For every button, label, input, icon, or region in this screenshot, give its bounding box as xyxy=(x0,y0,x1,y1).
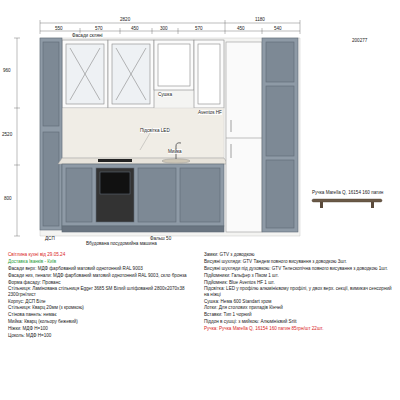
drawing-label: 2820 xyxy=(120,17,130,22)
spec-line: Доставка Іванків - Київ xyxy=(8,259,196,264)
drawing-label: 300 xyxy=(160,26,168,31)
countertop xyxy=(58,158,228,164)
drawing-label: Підсвітка LED xyxy=(140,128,170,133)
drawing-label: Вбудована посудомийна машина xyxy=(86,241,157,246)
upper-cabinets xyxy=(62,40,224,108)
dimension-lines xyxy=(14,20,300,236)
drawing-label: 200277 xyxy=(352,38,367,43)
drawing-label: 450 xyxy=(237,26,245,31)
spec-line: Лотки: Для столових приладів Кінчей xyxy=(204,305,392,310)
spec-line: Фасади верх: МДФ фарбований матовий одно… xyxy=(8,266,196,271)
left-tall-cabinet xyxy=(40,38,62,230)
fridge xyxy=(226,42,262,232)
drawing-label: 2520 xyxy=(2,132,12,137)
spec-line: Висувні шухляди під духовкою: GTV Телеск… xyxy=(204,266,392,271)
spec-line: Ніжки: МДФ Н=100 xyxy=(8,326,196,331)
handle-picture xyxy=(312,199,382,208)
spec-line: Стільниця: Кварц 20мм (з кромкою) xyxy=(8,305,196,310)
spec-line: Корпус: ДСП Біле xyxy=(8,299,196,304)
drawing-label: 570 xyxy=(195,26,203,31)
spec-line: Фасади низ, пенали: МДФ фарбований матов… xyxy=(8,273,196,278)
spec-line: Форма фасаду: Прованс xyxy=(8,280,196,285)
spec-line: Підйомники: Гальфер з Піком 1 шт. xyxy=(204,273,392,278)
drawing-label: Фасади скляні xyxy=(72,33,103,38)
drawing-label: Сушка xyxy=(158,92,172,97)
spec-line: Вставки: Тип 1 чорний xyxy=(204,312,392,317)
drawing-label: 450 xyxy=(131,26,139,31)
wall xyxy=(40,38,300,236)
spec-line: Висувні шухляди: GTV Тандем повного вису… xyxy=(204,259,392,264)
drawing-label: ДСП xyxy=(45,236,55,241)
spec-column: Світлина кухні від 29.05.24Доставка Іван… xyxy=(8,252,196,340)
spec-line: Цоколь: МДФ Н=100 xyxy=(8,333,196,338)
drawing-label: 1180 xyxy=(255,17,265,22)
right-tall-cabinet xyxy=(262,38,298,232)
spec-line: Піддон в сушці: з мийкою: Алюмінієвий Sr… xyxy=(204,319,392,324)
drawing-label: 570 xyxy=(95,26,103,31)
spec-line: Світлина кухні від 29.05.24 xyxy=(8,252,196,257)
drawing-label: Ручка Marella Q, 16154 160 патин xyxy=(312,190,383,195)
drawing-label: 550 xyxy=(55,26,63,31)
spec-line: Мийка: Кварц (кольору бежевий) xyxy=(8,319,196,324)
spec-line: Замки: GTV з доводкою xyxy=(204,252,392,257)
spec-line: Підсвітка: LED у профілю алюмінієвому пр… xyxy=(204,286,392,297)
hob xyxy=(98,159,132,162)
spec-column: Замки: GTV з доводкоюВисувні шухляди: GT… xyxy=(204,252,392,333)
drawing-label: 540 xyxy=(274,26,282,31)
drawing-label: 960 xyxy=(3,68,11,73)
sink xyxy=(162,143,190,163)
spec-line: Стільниця: Ламінована стільниця Egger 36… xyxy=(8,286,196,297)
spec-line: Сушка: Нема 600 Standart хром xyxy=(204,299,392,304)
spec-line: Стінова панель: немає xyxy=(8,312,196,317)
backsplash xyxy=(62,108,224,158)
drawing-label: Aventos HF xyxy=(198,110,222,115)
drawing-label: Мийка xyxy=(168,149,182,154)
spec-line: Ручка: Ручка Marella Q, 16154 160 патин … xyxy=(204,326,392,331)
spec-line: Підйомник: Blue Aventos HF 1 шт. xyxy=(204,280,392,285)
lower-cabinets xyxy=(62,164,224,232)
drawing-label: 800 xyxy=(4,196,12,201)
